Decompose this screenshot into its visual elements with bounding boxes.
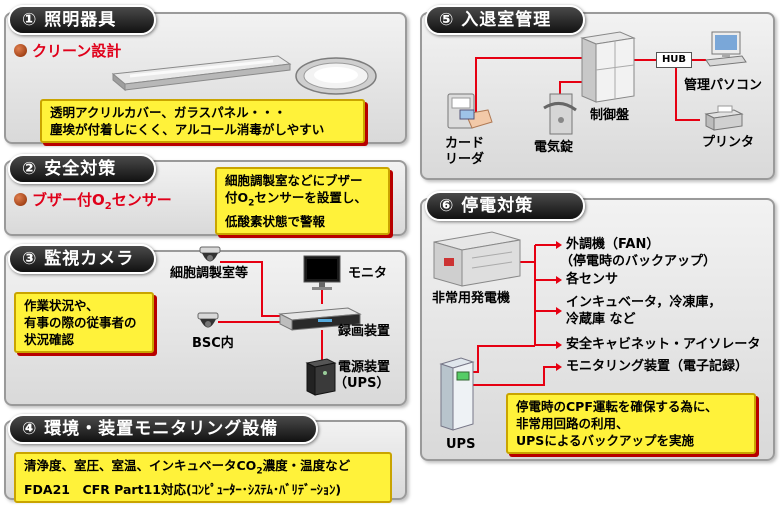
camera-label-monitor: モニタ: [348, 266, 388, 281]
dome-camera-icon: [199, 246, 221, 262]
access-label-pc: 管理パソコン: [684, 78, 763, 93]
safety-subtitle-pre: ブザー付O: [32, 191, 105, 209]
power-target-3b: 冷蔵庫 など: [566, 312, 636, 327]
panel-monitoring-title: ④ 環境・装置モニタリング設備: [8, 414, 318, 444]
camera-label-room: 細胞調製室等: [170, 266, 249, 281]
downlight-icon: [295, 57, 377, 95]
safety-note: 細胞調製室などにブザー 付O2センサーを設置し、 低酸素状態で警報: [215, 167, 390, 235]
power-note-line2: 非常用回路の利用、: [516, 416, 629, 431]
control-panel-icon: [580, 31, 636, 103]
monitoring-note-line1-sub: 2: [256, 466, 263, 477]
power-note-line1: 停電時のCPF運転を確保する為に、: [516, 399, 718, 414]
monitor-icon: [303, 255, 341, 290]
camera-note-line3: 状況確認: [24, 332, 75, 347]
safety-note-line2-sub: 2: [248, 198, 255, 209]
access-label-panel: 制御盤: [590, 108, 630, 123]
safety-subtitle: ブザー付O2センサー: [32, 189, 172, 212]
lighting-note-line1: 透明アクリルカバー、ガラスパネル・・・: [50, 105, 287, 120]
power-target-4: 安全キャビネット・アイソレータ: [566, 337, 761, 352]
access-label-card-1: カード: [445, 136, 485, 151]
ups-tower-icon: [439, 357, 475, 431]
power-target-5: モニタリング装置（電子記録）: [566, 359, 749, 374]
pc-icon: [705, 31, 747, 67]
lighting-note-line2: 塵埃が付着しにくく、アルコール消毒がしやすい: [50, 122, 325, 137]
camera-note: 作業状況や、 有事の際の従事者の 状況確認: [14, 292, 154, 353]
monitoring-note: 清浄度、室圧、室温、インキュベータCO2濃度・温度など FDA21 CFR Pa…: [14, 452, 392, 503]
safety-note-line2-pre: 付O: [225, 190, 249, 205]
monitoring-note-line1-post: 濃度・温度など: [262, 458, 351, 473]
power-label-ups: UPS: [446, 437, 476, 452]
generator-icon: [433, 231, 521, 287]
panel-access-title: ⑤ 入退室管理: [425, 5, 585, 35]
monitoring-note-line1-pre: 清浄度、室圧、室温、インキュベータCO: [24, 458, 257, 473]
safety-subtitle-post: センサー: [111, 191, 172, 209]
recorder-icon: [278, 307, 362, 331]
bullet-icon: [14, 193, 27, 206]
camera-label-recorder: 録画装置: [338, 324, 391, 339]
tube-light-icon: [111, 55, 292, 92]
power-note-line3: UPSによるバックアップを実施: [516, 433, 694, 448]
safety-note-line1: 細胞調製室などにブザー: [225, 173, 363, 188]
ups-icon: [305, 358, 337, 396]
camera-label-bsc: BSC内: [192, 336, 234, 351]
access-label-card-2: リーダ: [445, 152, 485, 167]
power-target-2: 各センサ: [566, 272, 619, 287]
panel-lighting-title: ① 照明器具: [8, 5, 156, 35]
power-target-1: 外調機（FAN）: [566, 237, 660, 252]
power-target-1b: （停電時のバックアップ）: [560, 254, 717, 269]
safety-subtitle-sub: 2: [104, 201, 112, 212]
dome-camera-icon: [197, 312, 219, 328]
power-note: 停電時のCPF運転を確保する為に、 非常用回路の利用、 UPSによるバックアップ…: [506, 393, 756, 454]
power-label-generator: 非常用発電機: [432, 291, 511, 306]
panel-safety-title: ② 安全対策: [8, 154, 156, 184]
camera-note-line1: 作業状況や、: [24, 298, 99, 313]
camera-label-ups-1: 電源装置: [338, 360, 391, 375]
safety-note-line2: 付O2センサーを設置し、: [225, 189, 380, 213]
lighting-note: 透明アクリルカバー、ガラスパネル・・・ 塵埃が付着しにくく、アルコール消毒がしや…: [40, 99, 365, 143]
lighting-subtitle: クリーン設計: [32, 42, 122, 60]
electric-lock-icon: [543, 93, 577, 135]
monitoring-note-line2: FDA21 CFR Part11対応(ｺﾝﾋﾟｭｰﾀｰ･ｼｽﾃﾑ･ﾊﾞﾘﾃﾞｰｼ…: [24, 481, 342, 497]
safety-note-line2-post: センサーを設置し、: [254, 190, 367, 205]
access-label-printer: プリンタ: [702, 135, 755, 150]
access-label-lock: 電気錠: [534, 140, 574, 155]
panel-camera-title: ③ 監視カメラ: [8, 244, 156, 274]
camera-note-line2: 有事の際の従事者の: [24, 315, 137, 330]
printer-icon: [704, 105, 744, 131]
power-target-3: インキュベータ，冷凍庫，: [566, 295, 722, 310]
bullet-icon: [14, 44, 27, 57]
monitoring-note-line1: 清浄度、室圧、室温、インキュベータCO2濃度・温度など: [24, 457, 382, 481]
panel-power-title: ⑥ 停電対策: [425, 191, 585, 221]
safety-note-line3: 低酸素状態で警報: [225, 213, 326, 229]
card-reader-icon: [447, 93, 493, 129]
hub-box: HUB: [656, 52, 692, 68]
camera-label-ups-2: （UPS）: [334, 376, 390, 391]
